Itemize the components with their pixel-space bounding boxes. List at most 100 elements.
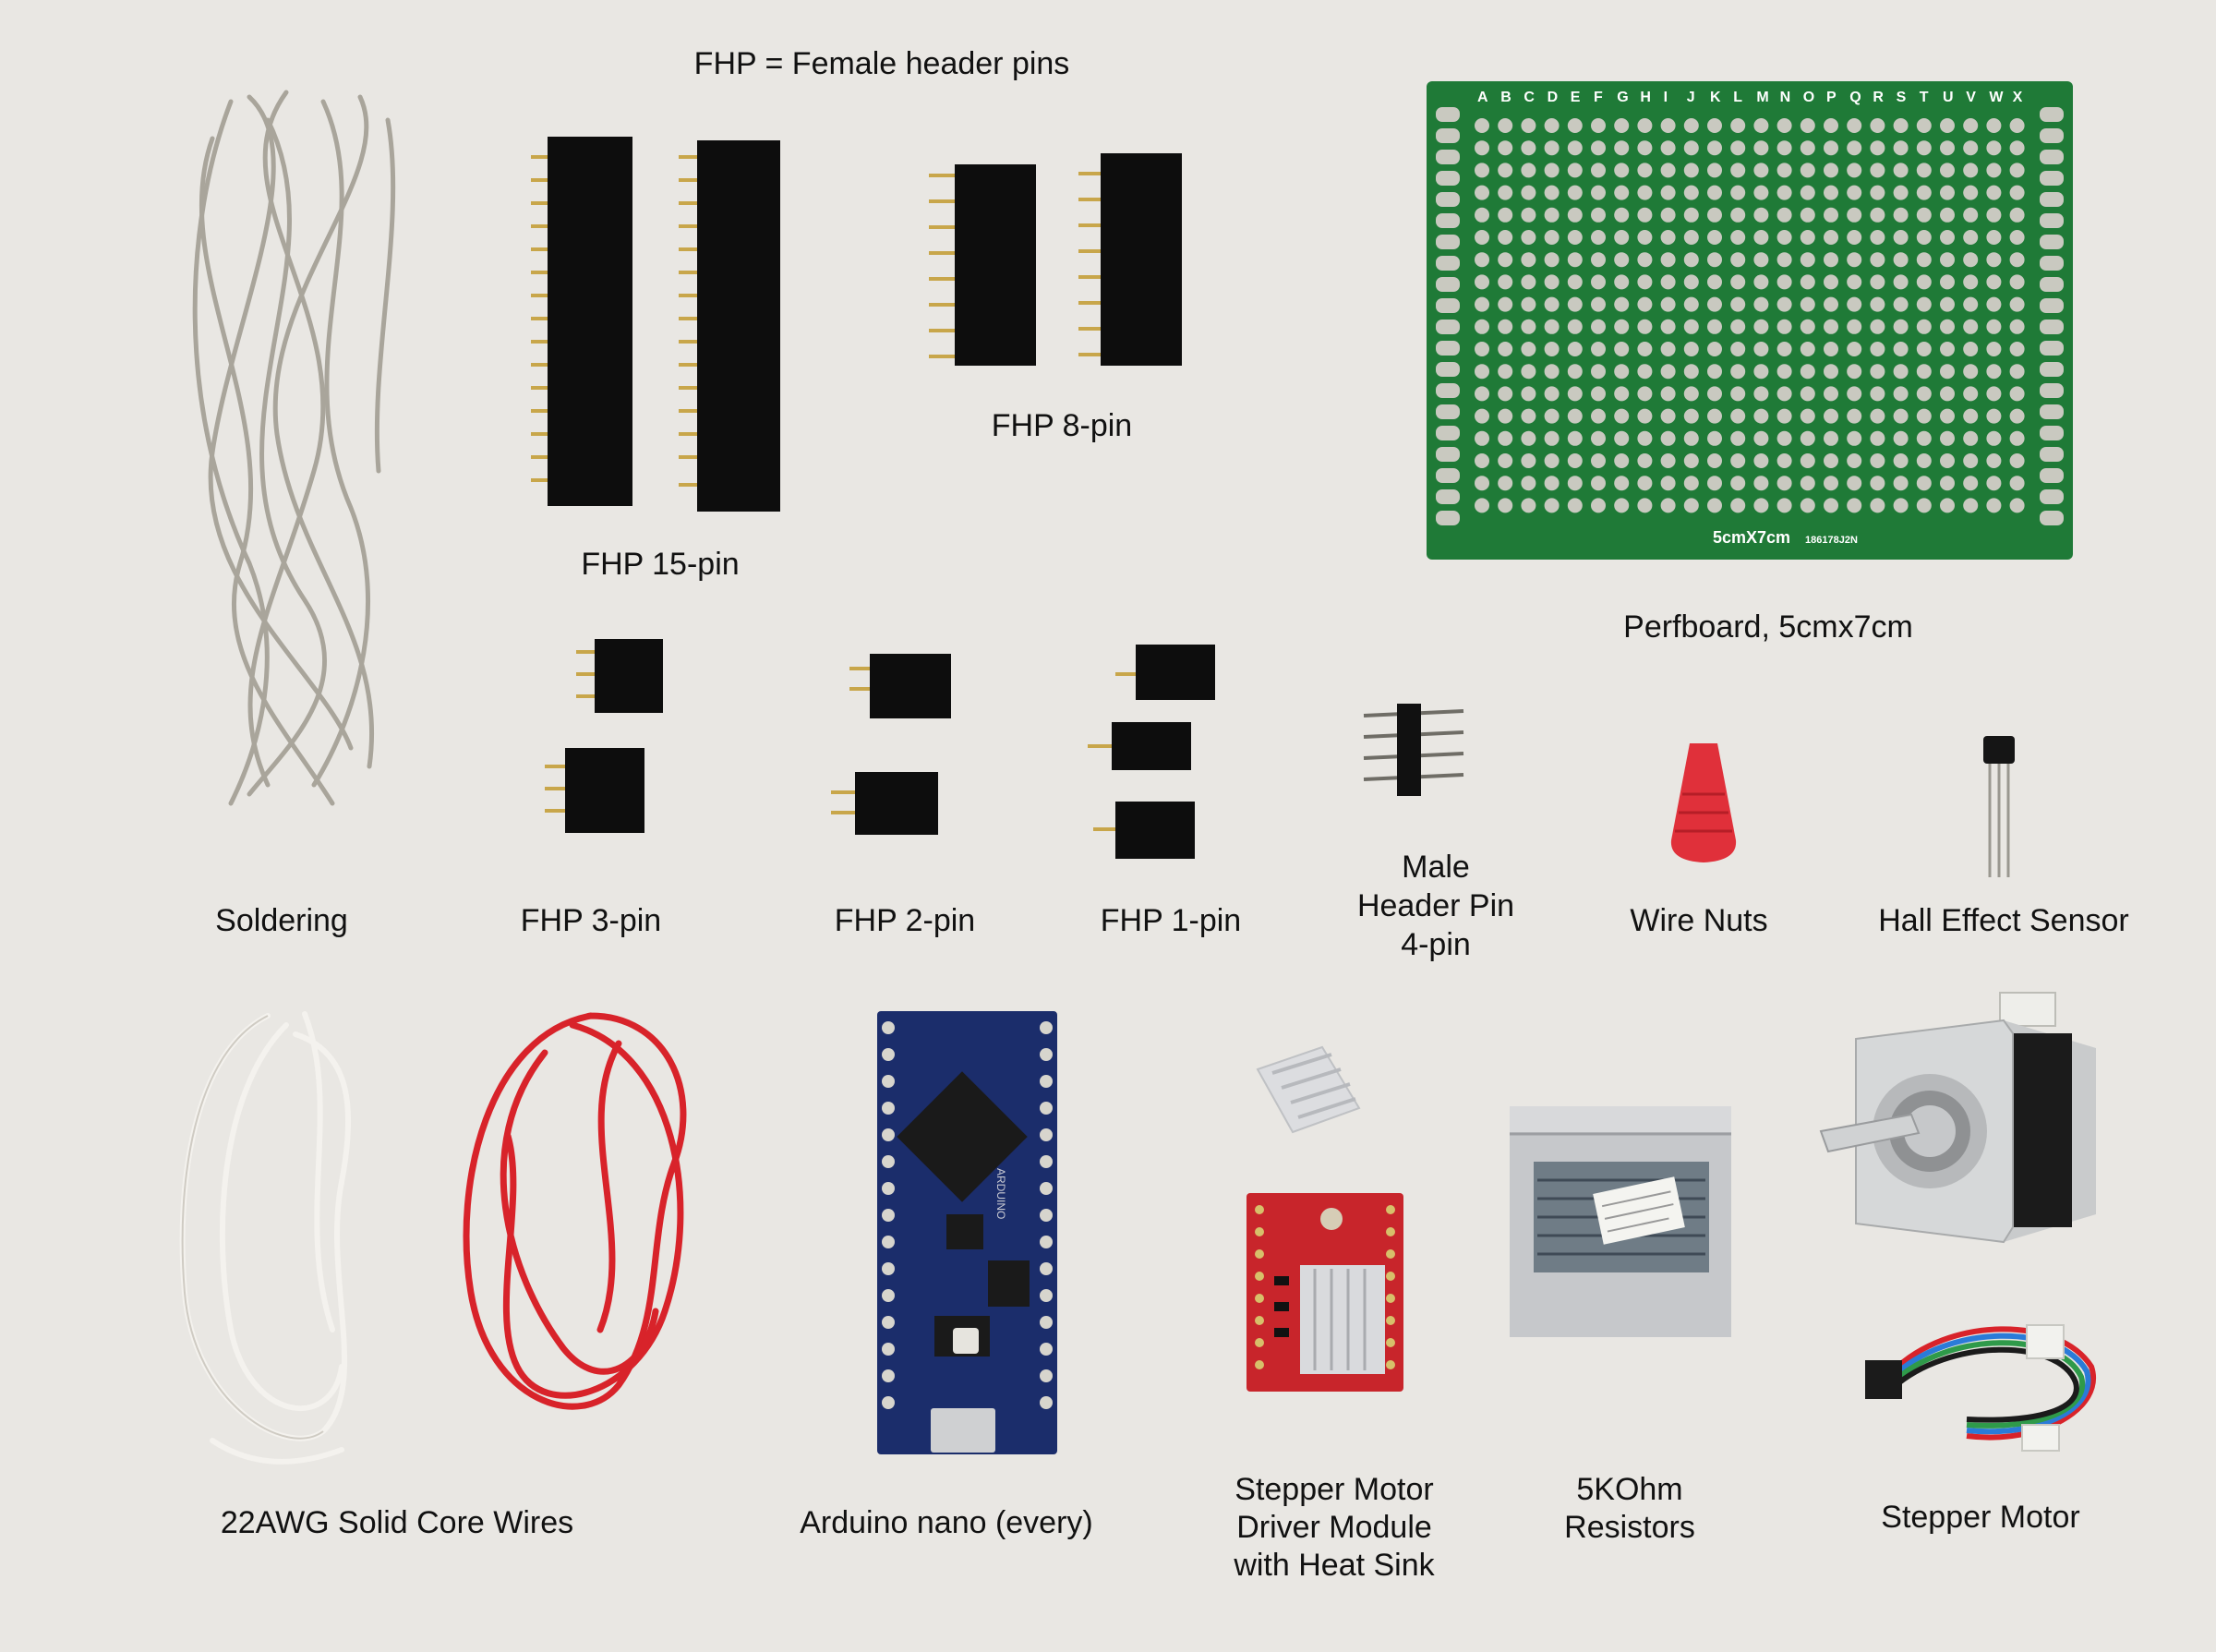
perfboard-hole: [1475, 185, 1489, 200]
perfboard-hole: [1591, 453, 1606, 468]
perfboard-hole: [1498, 319, 1513, 334]
nano-pin-hole: [1040, 1209, 1053, 1222]
perfboard-edge-pad: [1436, 192, 1460, 207]
perfboard-column-letter: B: [1500, 90, 1511, 105]
perfboard-hole: [1824, 207, 1838, 223]
nano-pin-hole: [882, 1209, 895, 1222]
perfboard-hole: [1893, 430, 1909, 446]
perfboard-hole: [1660, 140, 1676, 156]
perfboard-hole: [1986, 430, 2002, 446]
perfboard-edge-pad: [1436, 235, 1460, 249]
nano-pin-hole: [882, 1048, 895, 1061]
perfboard-hole: [1591, 274, 1606, 290]
perfboard-hole: [1753, 118, 1769, 133]
perfboard-hole: [1660, 453, 1676, 468]
perfboard-edge-pad: [2040, 426, 2064, 440]
perfboard-hole: [1498, 230, 1513, 245]
perfboard-hole: [1963, 453, 1979, 468]
perfboard-edge-pad: [1436, 277, 1460, 292]
perfboard-hole: [1591, 408, 1606, 424]
perfboard-hole: [1521, 453, 1536, 468]
perfboard-hole: [1683, 118, 1699, 133]
perfboard-hole: [1893, 207, 1909, 223]
perfboard-edge-pad: [2040, 277, 2064, 292]
perfboard-hole: [1847, 296, 1862, 312]
perfboard-hole: [1544, 185, 1560, 200]
perfboard-hole: [1870, 207, 1885, 223]
perfboard-hole: [1707, 342, 1722, 356]
perfboard-hole: [1963, 386, 1979, 402]
perfboard-edge-pad: [2040, 213, 2064, 228]
perfboard-column-letter: T: [1920, 90, 1929, 105]
perfboard-hole: [1683, 408, 1699, 424]
perfboard-hole: [1753, 274, 1769, 290]
perfboard-edge-pad: [2040, 298, 2064, 313]
perfboard-hole: [1683, 185, 1699, 200]
perfboard-hole: [1567, 207, 1583, 223]
perfboard-hole: [1614, 476, 1630, 491]
perfboard-hole: [1940, 274, 1955, 290]
perfboard-edge-pad: [1436, 298, 1460, 313]
perfboard-hole: [1637, 296, 1653, 312]
wires-label: 22AWG Solid Core Wires: [220, 1505, 574, 1540]
perfboard-hole: [1986, 252, 2002, 268]
perfboard-hole: [1567, 163, 1583, 178]
perfboard-hole: [1753, 207, 1769, 223]
perfboard-hole: [1637, 342, 1653, 356]
perfboard-hole: [1916, 230, 1932, 245]
perfboard-hole: [1637, 386, 1653, 402]
perfboard-hole: [1637, 408, 1653, 424]
perfboard-hole: [1940, 230, 1955, 245]
perfboard-hole: [1475, 408, 1489, 424]
perfboard-hole: [1475, 140, 1489, 156]
perfboard-hole: [1800, 386, 1815, 402]
arduino-nano-image: ARDUINO: [877, 1011, 1057, 1454]
nano-pin-hole: [882, 1396, 895, 1409]
perfboard-hole: [1637, 207, 1653, 223]
perfboard-hole: [2009, 476, 2025, 491]
perfboard-edge-pad: [2040, 320, 2064, 334]
perfboard-hole: [1753, 453, 1769, 468]
perfboard-hole: [1614, 342, 1630, 356]
perfboard-hole: [1660, 118, 1676, 133]
perfboard-hole: [1707, 230, 1722, 245]
resistors-label-2: Resistors: [1564, 1510, 1695, 1545]
perfboard-hole: [1824, 163, 1838, 178]
perfboard-hole: [1683, 296, 1699, 312]
perfboard-hole: [1591, 230, 1606, 245]
perfboard-hole: [1753, 364, 1769, 380]
perfboard-hole: [1475, 274, 1489, 290]
perfboard-hole: [1637, 498, 1653, 513]
perfboard-edge-pad: [1436, 426, 1460, 440]
perfboard-hole: [1916, 319, 1932, 334]
perfboard-edge-pad: [1436, 489, 1460, 504]
perfboard-hole: [1544, 476, 1560, 491]
perfboard-hole: [1521, 140, 1536, 156]
perfboard-hole: [1800, 498, 1815, 513]
perfboard-hole: [1475, 386, 1489, 402]
perfboard-hole: [1730, 498, 1746, 513]
perfboard-hole: [1916, 476, 1932, 491]
perfboard-hole: [1544, 274, 1560, 290]
perfboard-hole: [1824, 319, 1838, 334]
perfboard-hole: [1567, 453, 1583, 468]
perfboard-hole: [1847, 163, 1862, 178]
male-header-label-3: 4-pin: [1401, 927, 1471, 962]
perfboard-column-letter: K: [1710, 90, 1721, 105]
perfboard-hole: [1591, 430, 1606, 446]
perfboard-hole: [1475, 118, 1489, 133]
nano-pin-hole: [1040, 1075, 1053, 1088]
perfboard-hole: [1940, 364, 1955, 380]
perfboard-hole: [1753, 252, 1769, 268]
perfboard-column-letter: G: [1617, 90, 1628, 105]
perfboard-hole: [1916, 140, 1932, 156]
perfboard-hole: [1753, 230, 1769, 245]
perfboard-hole: [1800, 118, 1815, 133]
perfboard-hole: [1498, 408, 1513, 424]
perfboard-hole: [1847, 498, 1862, 513]
perfboard-column-letter: R: [1873, 90, 1884, 105]
perfboard-hole: [1776, 118, 1792, 133]
perfboard-hole: [1521, 364, 1536, 380]
perfboard-hole: [1776, 163, 1792, 178]
perfboard-hole: [1800, 252, 1815, 268]
